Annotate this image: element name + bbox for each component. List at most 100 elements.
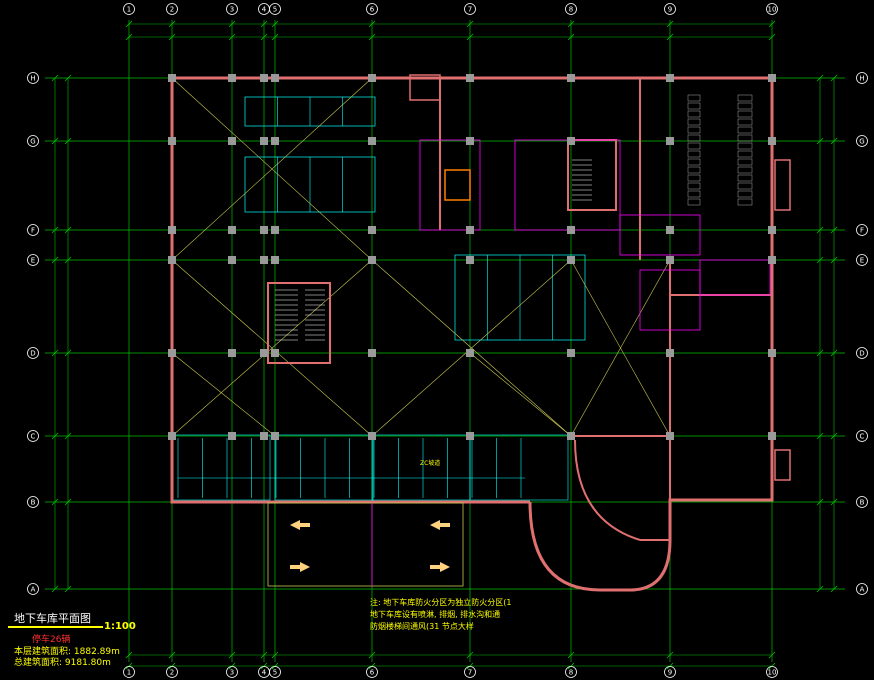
dimension-tick — [51, 498, 59, 506]
stair-core — [267, 282, 331, 364]
dimension-tick — [830, 432, 838, 440]
axis-bubble — [856, 347, 868, 359]
structural-column — [260, 256, 268, 264]
axis-label: 7 — [468, 6, 472, 14]
structural-column — [368, 432, 376, 440]
equipment-rack — [687, 198, 701, 206]
axis-label: 5 — [273, 669, 277, 677]
axis-label: 4 — [262, 6, 267, 14]
dimension-tick — [125, 20, 133, 28]
dimension-tick — [64, 498, 72, 506]
structural-column — [666, 432, 674, 440]
dimension-tick — [567, 33, 575, 41]
equipment-rack — [737, 126, 753, 134]
axis-bubble — [565, 666, 577, 678]
structural-column — [768, 256, 776, 264]
parking-block — [469, 434, 569, 501]
equipment-rack — [737, 182, 753, 190]
dimension-tick — [466, 651, 474, 659]
slope-line — [171, 352, 276, 437]
structural-column — [567, 432, 575, 440]
structural-column — [466, 226, 474, 234]
equipment-rack — [687, 166, 701, 174]
dimension-tick — [466, 33, 474, 41]
structural-column — [271, 226, 279, 234]
structural-column — [271, 349, 279, 357]
dimension-tick — [260, 651, 268, 659]
dimension-tick — [816, 74, 824, 82]
axis-label: F — [31, 227, 35, 235]
axis-bubble — [565, 3, 577, 15]
slope-line — [570, 259, 671, 437]
structural-column — [260, 432, 268, 440]
axis-label: 5 — [273, 6, 277, 14]
dimension-tick — [567, 651, 575, 659]
structural-column — [768, 226, 776, 234]
structural-column — [260, 74, 268, 82]
dimension-tick — [228, 33, 236, 41]
elevator — [444, 169, 471, 201]
axis-grid — [45, 20, 845, 670]
equipment-rack — [737, 94, 753, 102]
dimension-tick — [666, 33, 674, 41]
axis-bubble — [123, 666, 135, 678]
axis-bubble — [464, 3, 476, 15]
dimension-tick — [816, 585, 824, 593]
structural-column — [567, 226, 575, 234]
structural-column — [567, 349, 575, 357]
axis-bubble — [226, 3, 238, 15]
axis-label: 9 — [668, 669, 672, 677]
axis-bubble — [123, 3, 135, 15]
dimension-tick — [816, 137, 824, 145]
structural-column — [368, 226, 376, 234]
dimension-tick — [830, 74, 838, 82]
axis-bubble — [27, 430, 39, 442]
dimension-tick — [228, 20, 236, 28]
equipment-rack — [737, 150, 753, 158]
dimension-tick — [271, 33, 279, 41]
structural-column — [768, 137, 776, 145]
dimension-tick — [768, 33, 776, 41]
ramp-label: ZC坡道 — [420, 459, 440, 467]
equipment-rack — [687, 150, 701, 158]
slope-line — [171, 77, 373, 261]
equipment-rack — [687, 182, 701, 190]
axis-bubble — [166, 666, 178, 678]
structural-column — [466, 432, 474, 440]
axis-label: C — [860, 433, 865, 441]
dimension-tick — [51, 226, 59, 234]
structural-column — [368, 349, 376, 357]
structural-column — [271, 256, 279, 264]
equipment-rack — [687, 102, 701, 110]
room-outline — [419, 139, 481, 231]
dimension-tick — [816, 432, 824, 440]
axis-label: H — [859, 75, 864, 83]
dimension-tick — [666, 651, 674, 659]
title-underline — [8, 626, 103, 628]
structural-column — [768, 349, 776, 357]
structural-column — [228, 74, 236, 82]
dimension-tick — [368, 33, 376, 41]
dimension-tick — [816, 226, 824, 234]
dimension-tick — [816, 349, 824, 357]
axis-label: G — [30, 138, 35, 146]
parking-count: 停车26辆 — [32, 635, 71, 645]
structural-column — [368, 74, 376, 82]
dimension-tick — [125, 662, 133, 670]
axis-bubble — [27, 224, 39, 236]
structural-column — [168, 256, 176, 264]
axis-label: 2 — [170, 669, 174, 677]
dimension-tick — [64, 349, 72, 357]
dimension-tick — [168, 33, 176, 41]
axis-label: 8 — [569, 6, 573, 14]
rooms: ZC坡道 — [267, 94, 771, 587]
dimension-tick — [51, 256, 59, 264]
parking-stalls — [171, 96, 586, 501]
axis-bubble — [856, 135, 868, 147]
dimension-tick — [125, 651, 133, 659]
dimension-tick — [830, 498, 838, 506]
structural-column — [168, 74, 176, 82]
structural-column — [466, 256, 474, 264]
axis-label: 1 — [127, 6, 131, 14]
axis-bubble — [27, 254, 39, 266]
